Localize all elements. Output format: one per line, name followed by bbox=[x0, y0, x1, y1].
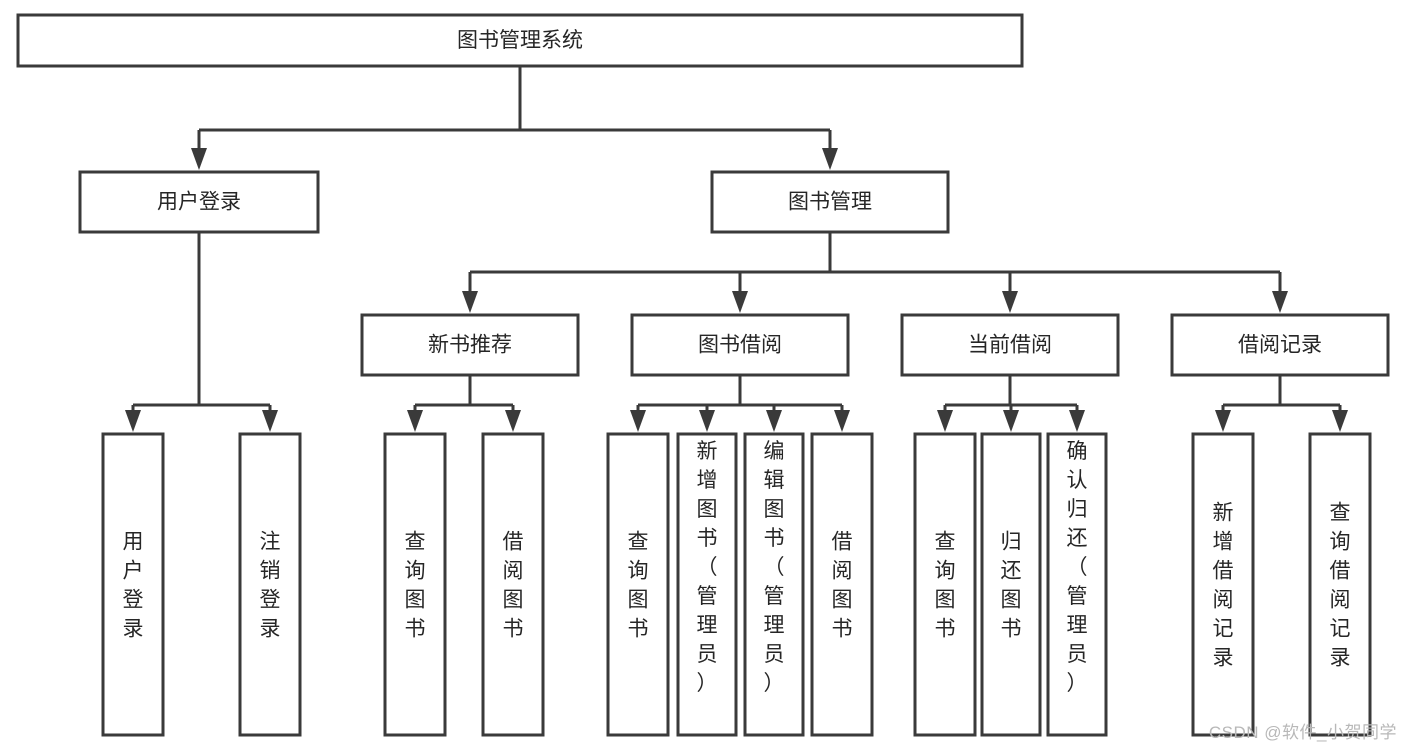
node-label: 查询图书 bbox=[628, 531, 649, 641]
node-label: 新增借阅记录 bbox=[1213, 502, 1234, 670]
node-label: 注销登录 bbox=[260, 531, 281, 641]
node-label: 图书管理 bbox=[788, 191, 872, 214]
node-label: 借阅记录 bbox=[1238, 334, 1322, 357]
node-label: 编辑图书（管理员） bbox=[764, 440, 785, 695]
node-book-borrow[interactable]: 图书借阅 bbox=[630, 313, 850, 377]
node-label: 确认归还（管理员） bbox=[1067, 440, 1088, 695]
node-label: 借阅图书 bbox=[503, 531, 524, 641]
node-current-borrow[interactable]: 当前借阅 bbox=[900, 313, 1120, 377]
node-box[interactable] bbox=[238, 432, 302, 737]
arrow-head-icon bbox=[191, 148, 207, 170]
node-box[interactable] bbox=[676, 432, 738, 737]
nodes-layer: 图书管理系统用户登录图书管理新书推荐图书借阅当前借阅借阅记录用户登录注销登录查询… bbox=[16, 13, 1390, 737]
node-label: 查询图书 bbox=[935, 531, 956, 641]
node-box[interactable] bbox=[900, 313, 1120, 377]
node-label: 借阅图书 bbox=[832, 531, 853, 641]
arrow-head-icon bbox=[1002, 291, 1018, 313]
node-label: 查询图书 bbox=[405, 531, 426, 641]
node-box[interactable] bbox=[383, 432, 447, 737]
node-leaf-return-book[interactable]: 归还图书 bbox=[980, 432, 1042, 737]
node-leaf-borrow-book[interactable]: 借阅图书 bbox=[810, 432, 874, 737]
node-box[interactable] bbox=[1191, 432, 1255, 737]
node-label: 新书推荐 bbox=[428, 334, 512, 357]
node-label: 当前借阅 bbox=[968, 334, 1052, 357]
arrow-head-icon bbox=[1003, 410, 1019, 432]
node-box[interactable] bbox=[630, 313, 850, 377]
arrow-head-icon bbox=[1069, 410, 1085, 432]
arrow-head-icon bbox=[462, 291, 478, 313]
node-box[interactable] bbox=[913, 432, 977, 737]
node-user-login[interactable]: 用户登录 bbox=[78, 170, 320, 234]
node-leaf-add-borrow-record[interactable]: 新增借阅记录 bbox=[1191, 432, 1255, 737]
node-label: 归还图书 bbox=[1001, 531, 1022, 641]
node-box[interactable] bbox=[1046, 432, 1108, 737]
node-book-manage[interactable]: 图书管理 bbox=[710, 170, 950, 234]
node-box[interactable] bbox=[1308, 432, 1372, 737]
node-box[interactable] bbox=[78, 170, 320, 234]
node-leaf-logout[interactable]: 注销登录 bbox=[238, 432, 302, 737]
node-leaf-edit-book-admin[interactable]: 编辑图书（管理员） bbox=[743, 432, 805, 737]
arrow-head-icon bbox=[262, 410, 278, 432]
node-label: 图书借阅 bbox=[698, 334, 782, 357]
csdn-watermark: CSDN @软件_小贺同学 bbox=[1208, 723, 1397, 742]
connectors-layer bbox=[125, 66, 1348, 432]
branch-book-manage-to-level3 bbox=[462, 232, 1288, 313]
node-box[interactable] bbox=[810, 432, 874, 737]
node-leaf-borrow-book-recommend[interactable]: 借阅图书 bbox=[481, 432, 545, 737]
node-box[interactable] bbox=[980, 432, 1042, 737]
arrow-head-icon bbox=[937, 410, 953, 432]
node-new-book-recommend[interactable]: 新书推荐 bbox=[360, 313, 580, 377]
arrow-head-icon bbox=[407, 410, 423, 432]
node-borrow-record[interactable]: 借阅记录 bbox=[1170, 313, 1390, 377]
node-root[interactable]: 图书管理系统 bbox=[16, 13, 1024, 68]
arrow-head-icon bbox=[1215, 410, 1231, 432]
arrow-head-icon bbox=[125, 410, 141, 432]
branch-current-borrow-to-leaves bbox=[937, 375, 1085, 432]
arrow-head-icon bbox=[822, 148, 838, 170]
node-box[interactable] bbox=[360, 313, 580, 377]
node-box[interactable] bbox=[606, 432, 670, 737]
branch-book-borrow-to-leaves bbox=[630, 375, 850, 432]
node-label: 用户登录 bbox=[123, 531, 144, 641]
node-leaf-user-login[interactable]: 用户登录 bbox=[101, 432, 165, 737]
node-box[interactable] bbox=[710, 170, 950, 234]
node-leaf-query-book-borrow[interactable]: 查询图书 bbox=[606, 432, 670, 737]
arrow-head-icon bbox=[766, 410, 782, 432]
arrow-head-icon bbox=[699, 410, 715, 432]
node-label: 用户登录 bbox=[157, 191, 241, 214]
node-box[interactable] bbox=[101, 432, 165, 737]
node-leaf-query-book-current[interactable]: 查询图书 bbox=[913, 432, 977, 737]
node-box[interactable] bbox=[481, 432, 545, 737]
node-box[interactable] bbox=[1170, 313, 1390, 377]
node-label: 查询借阅记录 bbox=[1330, 502, 1351, 670]
arrow-head-icon bbox=[1332, 410, 1348, 432]
arrow-head-icon bbox=[505, 410, 521, 432]
arrow-head-icon bbox=[630, 410, 646, 432]
arrow-head-icon bbox=[1272, 291, 1288, 313]
node-leaf-confirm-return-admin[interactable]: 确认归还（管理员） bbox=[1046, 432, 1108, 737]
branch-user-login-to-leaves bbox=[125, 232, 278, 432]
arrow-head-icon bbox=[732, 291, 748, 313]
node-label: 图书管理系统 bbox=[457, 29, 583, 52]
node-box[interactable] bbox=[743, 432, 805, 737]
node-leaf-query-book-recommend[interactable]: 查询图书 bbox=[383, 432, 447, 737]
node-box[interactable] bbox=[16, 13, 1024, 68]
branch-root-to-level2 bbox=[191, 66, 838, 170]
node-leaf-add-book-admin[interactable]: 新增图书（管理员） bbox=[676, 432, 738, 737]
branch-borrow-record-to-leaves bbox=[1215, 375, 1348, 432]
node-leaf-query-borrow-record[interactable]: 查询借阅记录 bbox=[1308, 432, 1372, 737]
node-label: 新增图书（管理员） bbox=[697, 440, 718, 695]
arrow-head-icon bbox=[834, 410, 850, 432]
branch-new-book-recommend-to-leaves bbox=[407, 375, 521, 432]
